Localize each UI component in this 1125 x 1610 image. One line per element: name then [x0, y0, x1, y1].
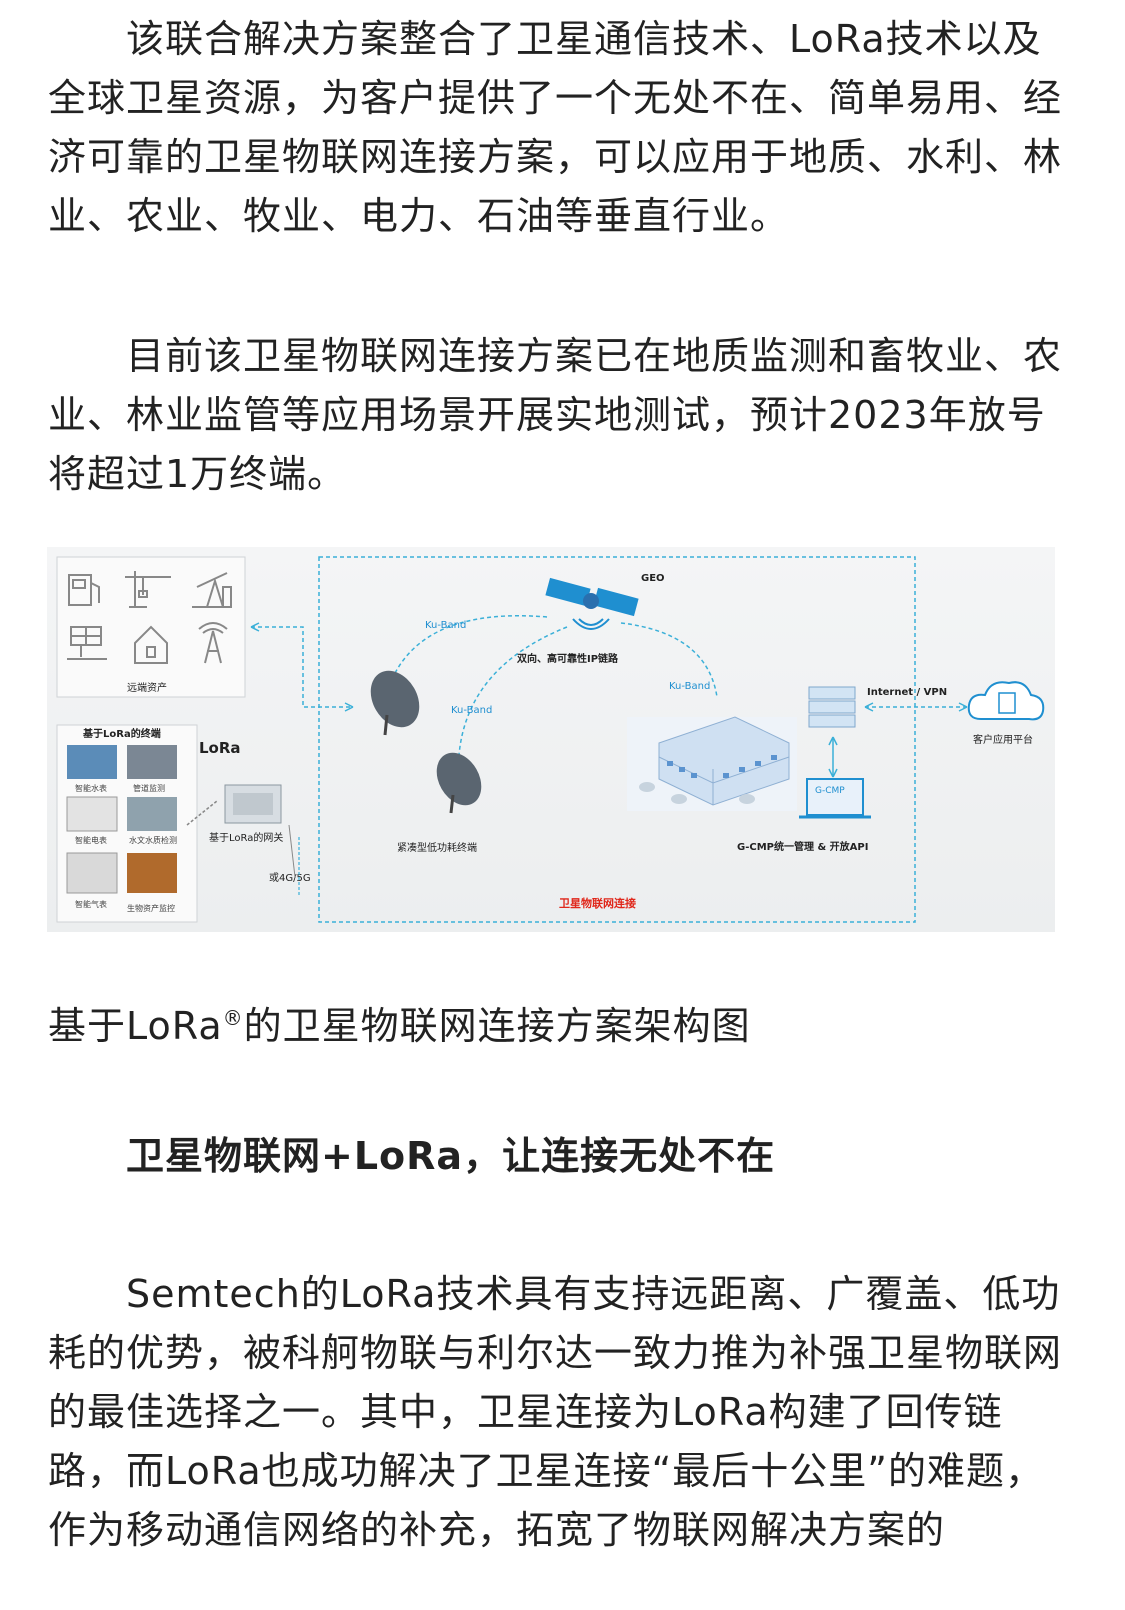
pipeline-photo — [127, 745, 177, 779]
customer-platform-label: 客户应用平台 — [973, 733, 1033, 746]
terminal-label-2: 智能电表 — [75, 835, 107, 845]
section-heading: 卫星物联网+LoRa，让连接无处不在 — [126, 1134, 776, 1178]
figure-caption: 基于LoRa®的卫星物联网连接方案架构图 — [48, 990, 751, 1054]
ku-band-label-1: Ku-Band — [425, 620, 466, 631]
hydrology-photo — [127, 797, 177, 831]
remote-asset-icons — [67, 571, 232, 664]
teleport-building-icon — [627, 716, 797, 811]
compact-dish-icon — [436, 752, 482, 814]
ip-link-label: 双向、高可靠性IP链路 — [517, 652, 619, 665]
terminal-label-5: 生物资产监控 — [127, 903, 175, 913]
internet-vpn-label: Internet / VPN — [867, 687, 947, 698]
fuel-pump-icon — [68, 574, 100, 606]
cellular-label: 或4G/5G — [269, 872, 311, 884]
compact-terminal-label: 紧凑型低功耗终端 — [397, 841, 477, 854]
house-icon — [134, 625, 168, 664]
architecture-diagram: 远端资产 基于LoRa的终端 智能水表 管道监测 智能电表 水文水质检测 智能气… — [47, 547, 1055, 932]
paragraph-lora: Semtech的LoRa技术具有支持远距离、广覆盖、低功耗的优势，被科舸物联与利… — [48, 1272, 1063, 1552]
terminal-label-4: 智能气表 — [75, 899, 107, 909]
solar-panel-icon — [67, 626, 107, 660]
terminal-label-3: 水文水质检测 — [129, 835, 177, 845]
lora-logo: LoRa — [199, 739, 241, 757]
lora-gateway-icon — [224, 784, 282, 824]
paragraph-testing: 目前该卫星物联网连接方案已在地质监测和畜牧业、农业、林业监管等应用场景开展实地测… — [48, 334, 1063, 496]
gcmp-label: G-CMP统一管理 & 开放API — [737, 840, 868, 853]
cloud-icon — [967, 681, 1045, 721]
satellite-icon — [545, 577, 639, 630]
gcmp-laptop-icon — [799, 778, 871, 819]
gcmp-badge: G-CMP — [815, 786, 845, 796]
terminal-label-1: 管道监测 — [133, 783, 165, 793]
registered-mark: ® — [222, 1006, 244, 1030]
geo-label: GEO — [641, 573, 665, 584]
caption-text-post: 的卫星物联网连接方案架构图 — [243, 1004, 751, 1048]
tower-icon — [198, 622, 228, 664]
remote-assets-label: 远端资产 — [127, 681, 167, 694]
server-icon — [808, 686, 856, 728]
satellite-iot-boundary — [318, 556, 916, 923]
terminal-photos — [66, 745, 177, 894]
oil-pump-icon — [192, 572, 232, 608]
satellite-dish-icon — [370, 670, 420, 736]
satellite-iot-label: 卫星物联网连接 — [559, 896, 636, 910]
water-meter-photo — [67, 745, 117, 779]
lora-gateway-label: 基于LoRa的网关 — [209, 831, 283, 844]
terminal-label-0: 智能水表 — [75, 783, 107, 793]
lora-terminals-title: 基于LoRa的终端 — [82, 727, 161, 740]
livestock-photo — [127, 853, 177, 893]
paragraph-intro: 该联合解决方案整合了卫星通信技术、LoRa技术以及全球卫星资源，为客户提供了一个… — [48, 17, 1063, 238]
gas-meter-photo — [66, 852, 118, 894]
caption-text-pre: 基于LoRa — [48, 1004, 223, 1048]
ku-band-label-3: Ku-Band — [669, 681, 710, 692]
electric-meter-photo — [66, 796, 118, 832]
crane-icon — [125, 571, 171, 608]
ku-band-label-2: Ku-Band — [451, 705, 492, 716]
